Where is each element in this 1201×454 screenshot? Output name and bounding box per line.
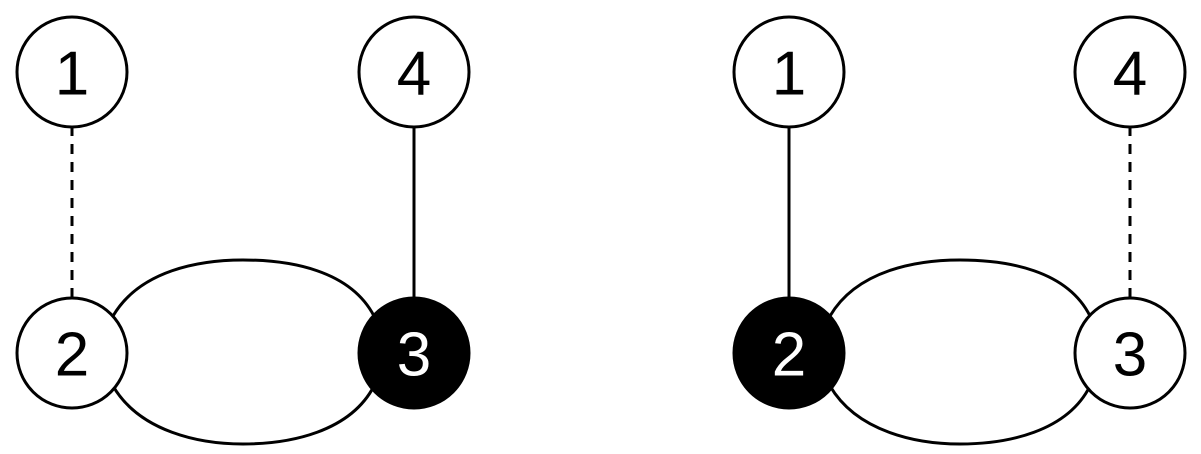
right-node-1: 1 (732, 15, 846, 129)
left-node-1-label: 1 (55, 40, 89, 109)
left-node-2-label: 2 (55, 321, 89, 390)
right-edge-2-3-loop-lower (828, 385, 1092, 446)
left-node-4: 4 (357, 15, 471, 129)
right-node-4: 4 (1073, 15, 1187, 129)
right-node-3: 3 (1073, 296, 1187, 410)
right-node-4-label: 4 (1113, 40, 1147, 109)
left-edge-2-3-loop-lower (111, 385, 376, 446)
right-node-2-label: 2 (772, 321, 806, 390)
left-node-3: 3 (357, 296, 471, 410)
left-node-2: 2 (15, 296, 129, 410)
left-node-3-label: 3 (397, 321, 431, 390)
left-node-1: 1 (15, 15, 129, 129)
right-node-3-label: 3 (1113, 321, 1147, 390)
left-edge-2-3-loop-upper (111, 258, 376, 317)
left-node-4-label: 4 (397, 40, 431, 109)
right-edge-2-3-loop-upper (828, 258, 1092, 317)
right-node-2: 2 (732, 296, 846, 410)
right-graph: 1 2 3 4 (732, 15, 1187, 446)
right-node-1-label: 1 (772, 40, 806, 109)
left-graph: 1 2 3 4 (15, 15, 471, 446)
